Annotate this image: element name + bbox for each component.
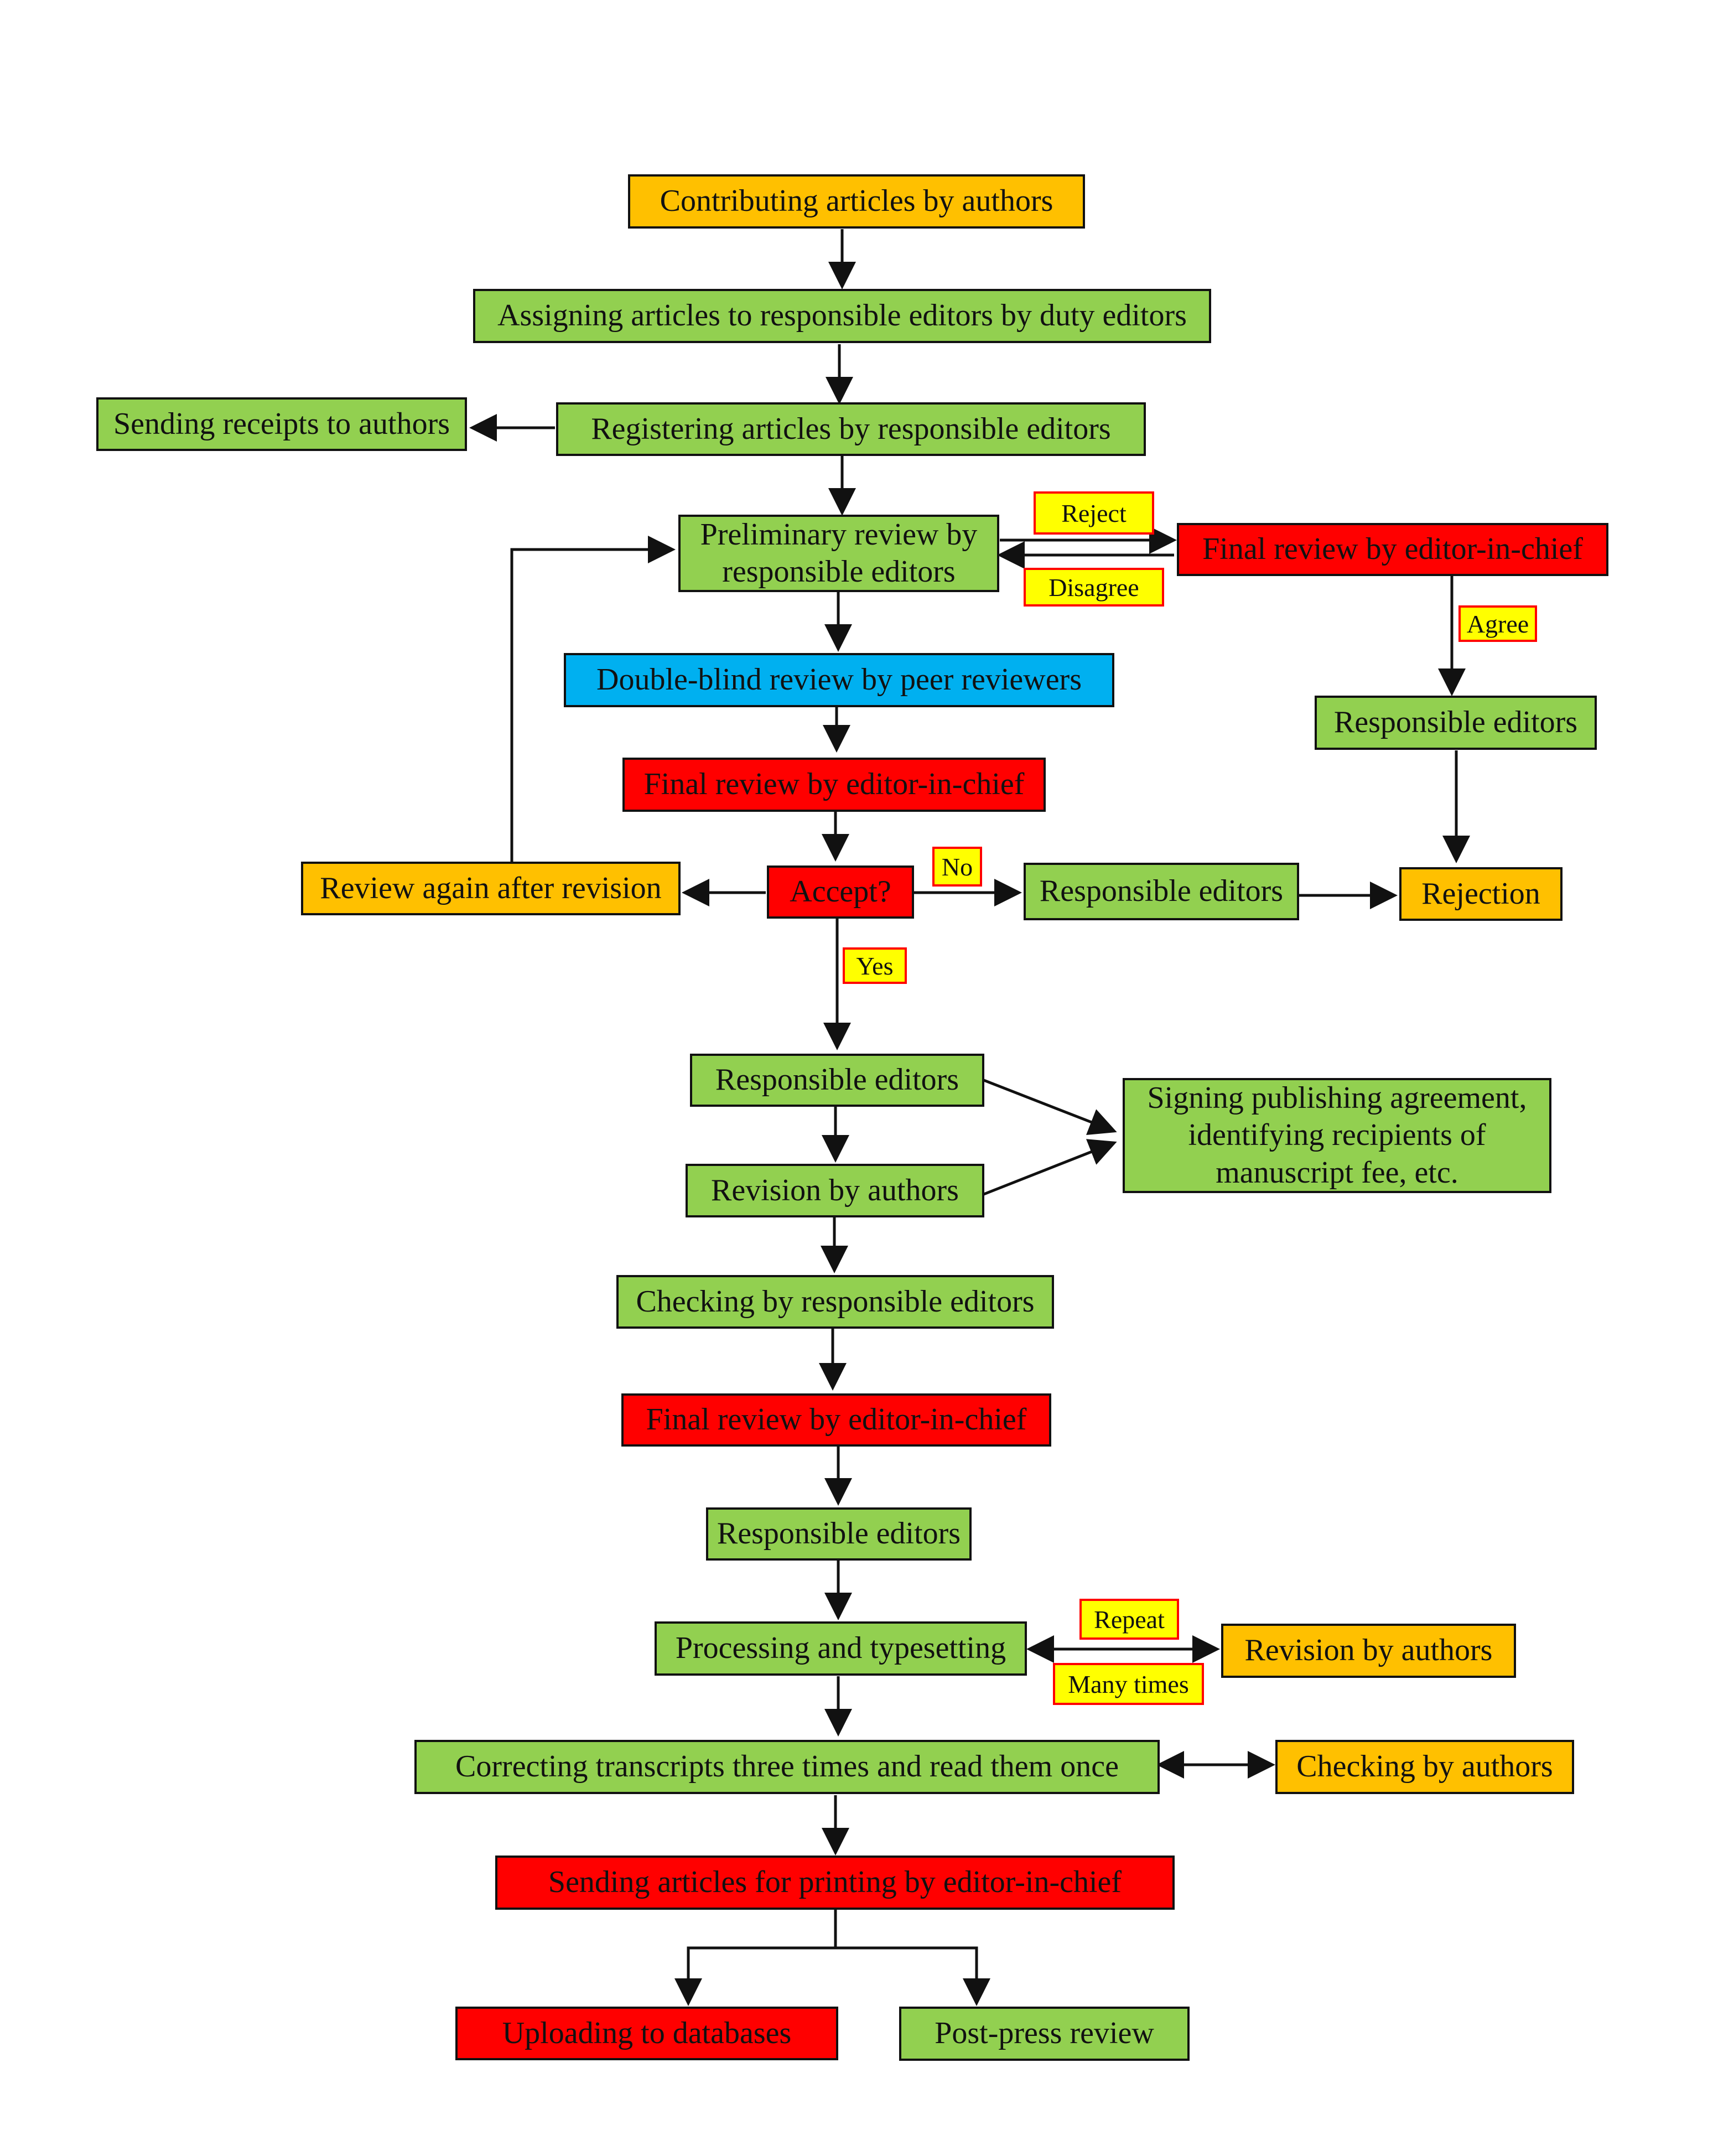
label-yes: Yes [843, 947, 907, 984]
arrow-sending-to-uploading [674, 1910, 837, 2006]
node-revision-by-authors-2: Revision by authors [1221, 1624, 1516, 1678]
node-checking-responsible-editors: Checking by responsible editors [616, 1275, 1054, 1329]
node-assigning-articles: Assigning articles to responsible editor… [473, 289, 1211, 343]
node-registering-articles: Registering articles by responsible edit… [556, 402, 1146, 456]
node-correcting-transcripts: Correcting transcripts three times and r… [414, 1740, 1160, 1794]
label-no: No [932, 847, 982, 887]
node-preliminary-review: Preliminary review by responsible editor… [678, 515, 999, 592]
node-responsible-editors-no: Responsible editors [1024, 863, 1299, 920]
node-final-review-top: Final review by editor-in-chief [1177, 523, 1608, 576]
node-accept-decision: Accept? [767, 865, 914, 919]
node-uploading-databases: Uploading to databases [455, 2007, 838, 2060]
node-review-again: Review again after revision [301, 862, 681, 915]
node-final-review-second: Final review by editor-in-chief [622, 758, 1046, 812]
label-repeat: Repeat [1079, 1599, 1179, 1640]
node-responsible-editors-top-right: Responsible editors [1315, 696, 1597, 750]
node-double-blind-review: Double-blind review by peer reviewers [564, 653, 1114, 707]
label-agree: Agree [1458, 605, 1537, 642]
node-checking-by-authors: Checking by authors [1275, 1740, 1574, 1794]
arrow-sending-to-postpress [835, 1946, 990, 2006]
node-revision-by-authors: Revision by authors [686, 1164, 984, 1217]
node-signing-agreement: Signing publishing agreement, identifyin… [1123, 1078, 1551, 1193]
node-responsible-editors-after-final: Responsible editors [706, 1507, 972, 1561]
arrow-responsible-yes-to-signing [983, 1079, 1117, 1135]
node-contributing-articles: Contributing articles by authors [628, 174, 1085, 229]
arrow-revision-to-signing [983, 1139, 1117, 1196]
node-responsible-editors-yes: Responsible editors [690, 1054, 984, 1107]
arrow-review-again-to-preliminary [510, 536, 676, 862]
label-reject: Reject [1034, 491, 1154, 535]
label-many-times: Many times [1053, 1663, 1204, 1705]
node-post-press-review: Post-press review [899, 2007, 1190, 2061]
node-sending-for-printing: Sending articles for printing by editor-… [495, 1856, 1175, 1910]
node-final-review-third: Final review by editor-in-chief [621, 1393, 1051, 1447]
node-processing-typesetting: Processing and typesetting [655, 1621, 1027, 1676]
node-sending-receipts: Sending receipts to authors [96, 397, 467, 451]
node-rejection: Rejection [1399, 867, 1563, 921]
label-disagree: Disagree [1024, 568, 1164, 607]
